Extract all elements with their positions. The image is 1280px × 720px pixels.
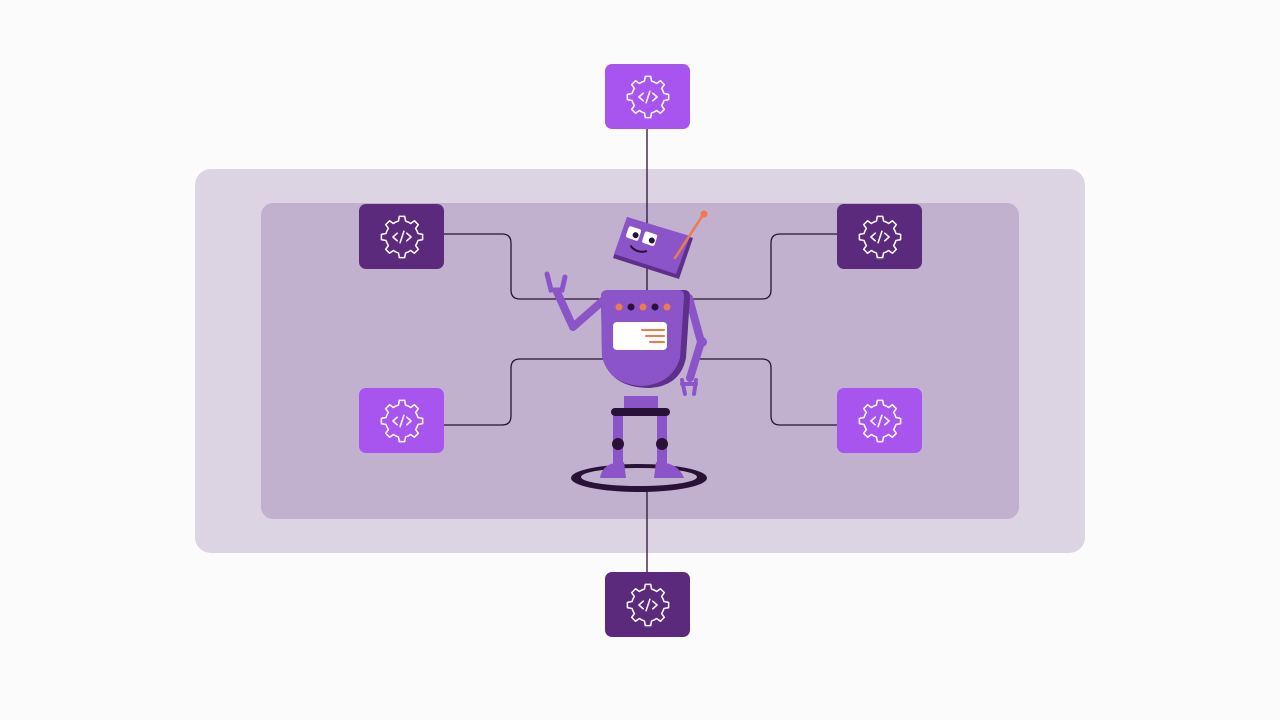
code-gear-node-right-top[interactable] [837, 204, 922, 269]
code-gear-node-bottom[interactable] [605, 572, 690, 637]
robot-torso [601, 290, 690, 388]
code-gear-icon [625, 74, 671, 120]
code-gear-node-right-bottom[interactable] [837, 388, 922, 453]
connector-right-top [690, 233, 837, 300]
code-gear-node-left-bottom[interactable] [359, 388, 444, 453]
connector-left-top [443, 233, 610, 300]
code-gear-icon [857, 398, 903, 444]
connector-right-bottom [695, 358, 837, 426]
code-gear-icon [379, 214, 425, 260]
robot-right-arm [680, 294, 707, 396]
connector-left-bottom [443, 358, 605, 426]
code-gear-node-top[interactable] [605, 64, 690, 129]
code-gear-node-left-top[interactable] [359, 204, 444, 269]
code-gear-icon [857, 214, 903, 260]
code-gear-icon [625, 582, 671, 628]
robot-left-arm [544, 271, 610, 331]
code-gear-icon [379, 398, 425, 444]
robot-head [613, 210, 708, 279]
robot-legs [600, 396, 684, 478]
